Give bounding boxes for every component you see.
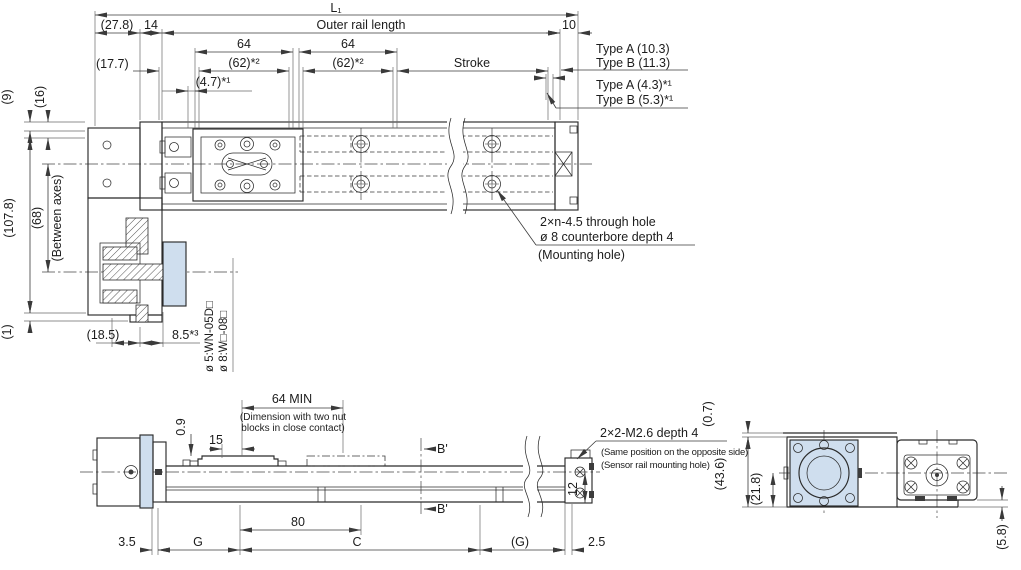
dim-3-5: 3.5 — [118, 535, 135, 549]
end-cap — [554, 121, 579, 211]
dim-62-a: (62)*² — [228, 56, 259, 70]
dim-0-9: 0.9 — [174, 418, 188, 435]
dim-stroke: Stroke — [454, 56, 490, 70]
label-section-b-bottom: B' — [437, 502, 448, 516]
dim-14: 14 — [144, 18, 158, 32]
dim-80: 80 — [291, 515, 305, 529]
dim-1: (1) — [0, 324, 14, 339]
dim-17-7: (17.7) — [96, 57, 129, 71]
callout-mounting-1: 2×n-4.5 through hole — [540, 215, 656, 229]
plan-view-dimensions — [24, 11, 695, 372]
bearing-box — [554, 151, 573, 177]
end-nut-block — [896, 439, 978, 501]
dim-27-8: (27.8) — [101, 18, 134, 32]
dim-9: (9) — [0, 89, 14, 104]
callout-sensor-3: (Sensor rail mounting hole) — [601, 460, 710, 471]
label-type-b-1: Type B (11.3) — [596, 56, 670, 70]
dim-g-paren: (G) — [511, 535, 529, 549]
label-type-a-2: Type A (4.3)*¹ — [596, 78, 672, 92]
label-type-b-2: Type B (5.3)*¹ — [596, 93, 673, 107]
break-lines-front — [523, 435, 544, 518]
dim-43-6: (43.6) — [713, 458, 727, 491]
dim-64-b: 64 — [341, 37, 355, 51]
motor-housing — [87, 121, 187, 323]
dim-4-7: (4.7)*¹ — [196, 75, 231, 89]
dim-21-8: (21.8) — [749, 473, 763, 506]
front-view-dimensions — [140, 400, 727, 555]
dim-107-8: (107.8) — [2, 198, 16, 238]
label-model-1: ø 5:WN-05D□ — [204, 301, 216, 372]
outer-rail — [161, 121, 556, 211]
note-nut-blocks-2: blocks in close contact) — [241, 423, 344, 434]
dim-l1: L₁ — [330, 1, 341, 15]
callout-mounting-3: (Mounting hole) — [538, 248, 625, 262]
dim-g: G — [193, 535, 203, 549]
end-flange — [783, 439, 862, 507]
end-view-dimensions — [742, 421, 1008, 521]
dim-64-a: 64 — [237, 37, 251, 51]
label-between-axes: (Between axes) — [50, 175, 64, 262]
phantom-nut-block — [306, 455, 386, 467]
sensor-dog — [182, 459, 191, 467]
callout-sensor-1: 2×2-M2.6 depth 4 — [600, 426, 698, 440]
dim-12: 12 — [566, 482, 580, 496]
front-nut-block — [182, 455, 287, 467]
mounting-hole — [483, 135, 501, 153]
dim-c: C — [352, 535, 361, 549]
dim-8-5: 8.5*³ — [172, 328, 198, 342]
mounting-hole — [352, 135, 370, 153]
mounting-hole — [483, 175, 501, 193]
plan-view — [42, 117, 592, 323]
dim-0-7: (0.7) — [701, 401, 715, 427]
dim-16: (16) — [33, 86, 47, 108]
motor-flange-plate — [162, 241, 187, 307]
dim-18-5: (18.5) — [87, 328, 120, 342]
front-motor — [92, 434, 167, 509]
note-nut-blocks-1: (Dimension with two nut — [240, 412, 346, 423]
dim-outer-rail-length: Outer rail length — [317, 18, 406, 32]
callout-sensor-2: (Same position on the opposite side) — [601, 447, 748, 458]
end-view — [779, 430, 1007, 518]
front-view — [80, 434, 600, 518]
dim-68: (68) — [30, 207, 44, 229]
label-section-b-top: B' — [437, 442, 448, 456]
label-type-a-1: Type A (10.3) — [596, 42, 670, 56]
break-lines-plan — [447, 117, 469, 215]
mounting-hole — [352, 175, 370, 193]
dim-62-b: (62)*² — [332, 56, 363, 70]
dim-64-min: 64 MIN — [272, 392, 312, 406]
dim-5-8: (5.8) — [995, 524, 1009, 550]
dim-2-5: 2.5 — [588, 535, 605, 549]
callout-mounting-2: ø 8 counterbore depth 4 — [540, 230, 673, 244]
dim-15: 15 — [209, 433, 223, 447]
carriage-block — [159, 128, 304, 202]
label-model-2: ø 8:W□-08□ — [218, 311, 230, 372]
labels: L₁ (27.8) 14 Outer rail length 10 (17.7)… — [0, 1, 1009, 550]
dim-10: 10 — [562, 18, 576, 32]
mounting-holes — [352, 135, 501, 193]
front-flange-plate — [139, 434, 154, 509]
